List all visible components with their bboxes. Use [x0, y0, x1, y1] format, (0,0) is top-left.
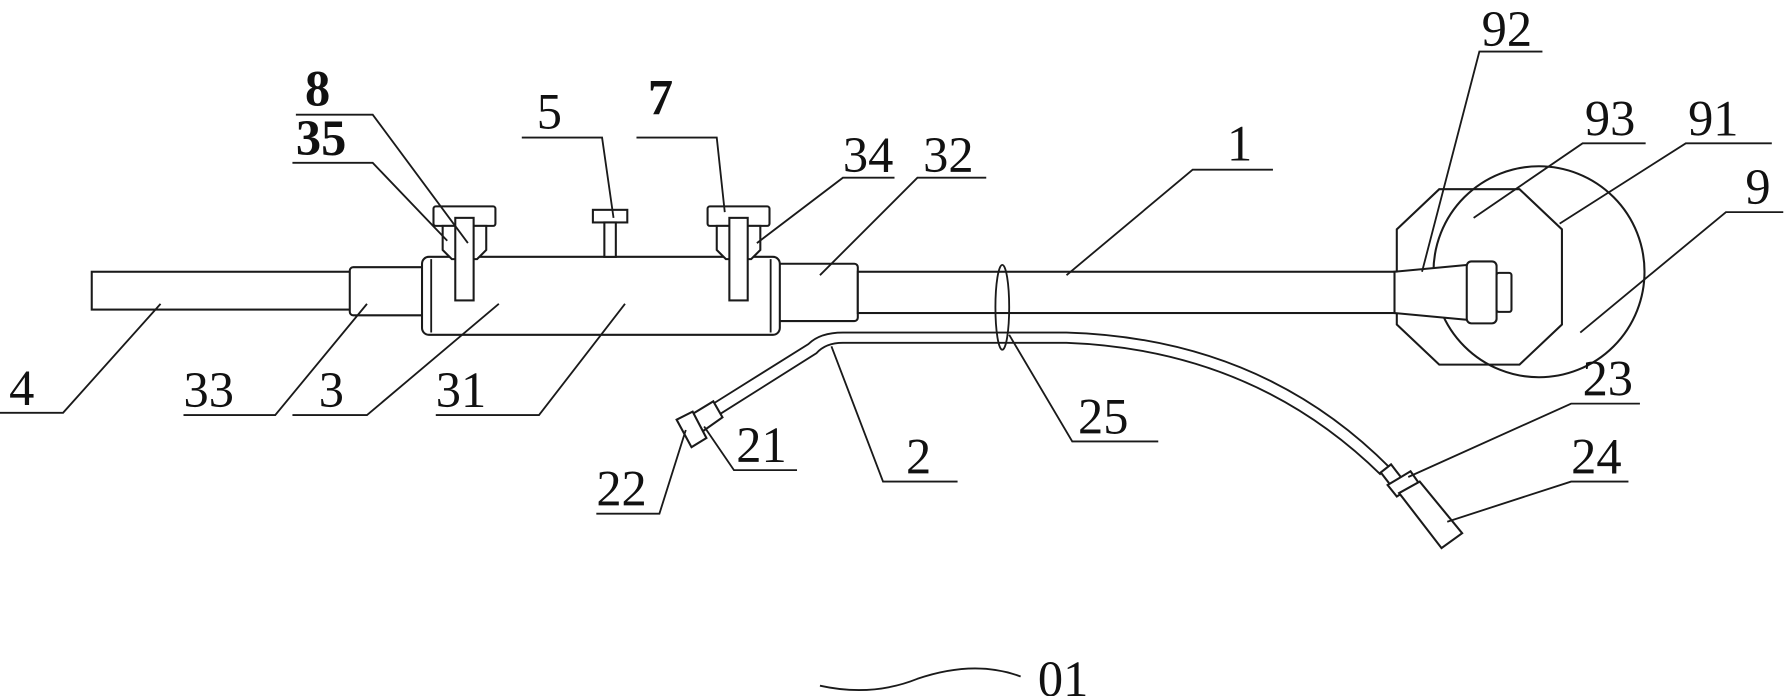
- label-31: 31: [436, 362, 486, 418]
- label-22: 22: [596, 461, 646, 517]
- label-25: 25: [1078, 388, 1128, 444]
- label-01: 01: [1038, 651, 1088, 696]
- label-93: 93: [1585, 90, 1635, 146]
- leader-lines: [0, 50, 1784, 691]
- label-5: 5: [537, 83, 562, 139]
- collar-32: [776, 262, 859, 323]
- label-33: 33: [183, 362, 233, 418]
- tube-1: [856, 270, 1398, 315]
- t-handle-5: [591, 208, 629, 258]
- label-34: 34: [843, 127, 893, 183]
- label-24: 24: [1571, 429, 1621, 485]
- label-91: 91: [1688, 90, 1738, 146]
- label-23: 23: [1583, 351, 1633, 407]
- label-21: 21: [736, 417, 786, 473]
- tube-2: [675, 331, 1464, 550]
- label-4: 4: [9, 360, 34, 416]
- label-3: 3: [319, 362, 344, 418]
- label-2: 2: [906, 429, 931, 485]
- tip-92: [1393, 263, 1469, 322]
- label-35: 35: [296, 110, 346, 166]
- tip-cap: [1465, 260, 1498, 325]
- tip-end: [1495, 271, 1513, 313]
- tube-4: [90, 270, 355, 311]
- knob-8: [432, 205, 497, 302]
- label-92: 92: [1482, 1, 1532, 57]
- octagon-93: [1395, 188, 1563, 366]
- collar-33: [348, 266, 427, 317]
- knob-7: [706, 205, 771, 302]
- ring-25: [994, 263, 1011, 351]
- label-32: 32: [923, 127, 973, 183]
- label-1: 1: [1227, 116, 1252, 172]
- label-8: 8: [305, 60, 330, 116]
- label-9: 9: [1745, 159, 1770, 215]
- label-7: 7: [648, 70, 673, 126]
